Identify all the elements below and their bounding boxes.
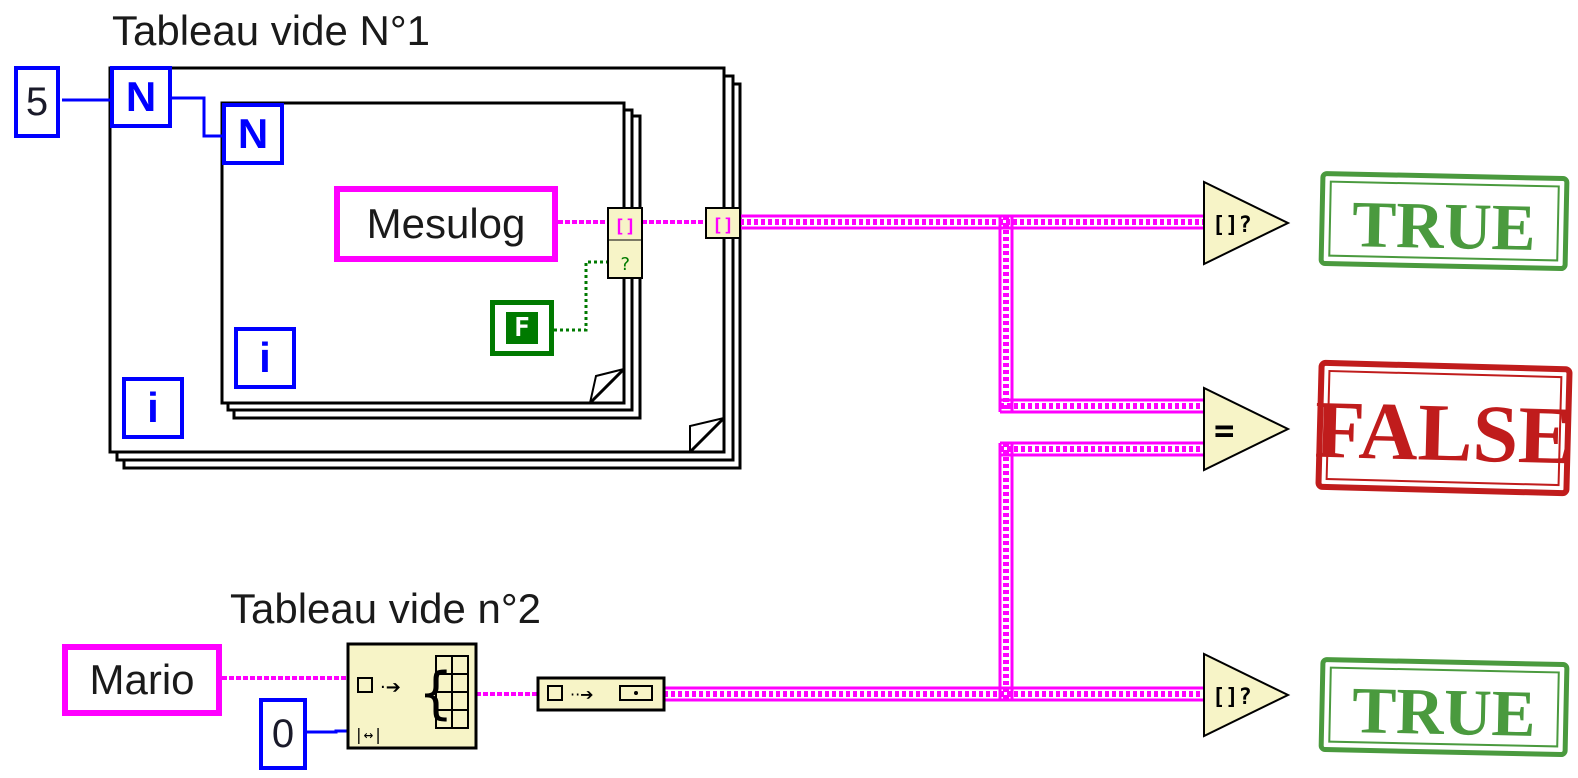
true-text-top: TRUE — [1351, 188, 1536, 265]
index-constant-value: 0 — [271, 711, 295, 756]
svg-text:?: ? — [620, 254, 631, 275]
svg-text:[]: [] — [712, 215, 734, 236]
boolean-wire — [554, 260, 610, 332]
string-constant-mesulog[interactable]: Mesulog — [334, 186, 558, 262]
string-constant-mesulog-text: Mesulog — [366, 200, 526, 247]
boolean-false-text: F — [506, 312, 538, 344]
string-constant-mario-text: Mario — [89, 656, 195, 703]
array1-label: Tableau vide N°1 — [112, 7, 430, 54]
loop-count-value: 5 — [25, 79, 49, 124]
string-wires-thin — [222, 220, 708, 696]
svg-text:·➔: ·➔ — [380, 677, 401, 698]
build-array-node[interactable]: ··➔ — [536, 676, 666, 712]
numeric-wires — [62, 96, 350, 734]
empty-array-glyph-top: []? — [1212, 213, 1252, 238]
inner-loop-output-tunnel: [] ? — [607, 207, 643, 279]
equal-primitive[interactable]: = — [1203, 386, 1291, 472]
equal-glyph: = — [1214, 411, 1234, 451]
empty-array-glyph-bottom: []? — [1212, 685, 1252, 710]
outer-count-glyph: N — [125, 73, 157, 120]
true-text-bottom: TRUE — [1351, 674, 1536, 751]
initialize-array-node[interactable]: ·➔ |↔| { — [346, 642, 478, 750]
loop-count-constant[interactable]: 5 — [14, 66, 60, 138]
svg-text:[]: [] — [614, 216, 636, 237]
inner-count-terminal: N — [222, 103, 284, 165]
empty-array-primitive-top[interactable]: []? — [1203, 180, 1291, 266]
inner-iteration-terminal: i — [234, 327, 296, 389]
array-wires-thick — [664, 214, 1204, 702]
index-constant[interactable]: 0 — [259, 698, 307, 770]
inner-iteration-glyph: i — [259, 334, 271, 381]
svg-text:··➔: ··➔ — [570, 685, 594, 704]
outer-count-terminal: N — [110, 66, 172, 128]
outer-iteration-terminal: i — [122, 377, 184, 439]
false-stamp: FALSE — [1314, 359, 1575, 497]
inner-count-glyph: N — [237, 110, 269, 157]
array2-label: Tableau vide n°2 — [230, 585, 542, 632]
boolean-false-constant[interactable]: F — [490, 300, 554, 356]
string-constant-mario[interactable]: Mario — [62, 644, 222, 716]
outer-loop-output-tunnel: [] — [705, 207, 741, 239]
svg-text:|↔|: |↔| — [354, 725, 383, 744]
outer-iteration-glyph: i — [147, 384, 159, 431]
empty-array-primitive-bottom[interactable]: []? — [1203, 652, 1291, 738]
true-stamp-bottom: TRUE — [1318, 657, 1570, 758]
false-text: FALSE — [1314, 384, 1575, 482]
true-stamp-top: TRUE — [1318, 171, 1570, 272]
